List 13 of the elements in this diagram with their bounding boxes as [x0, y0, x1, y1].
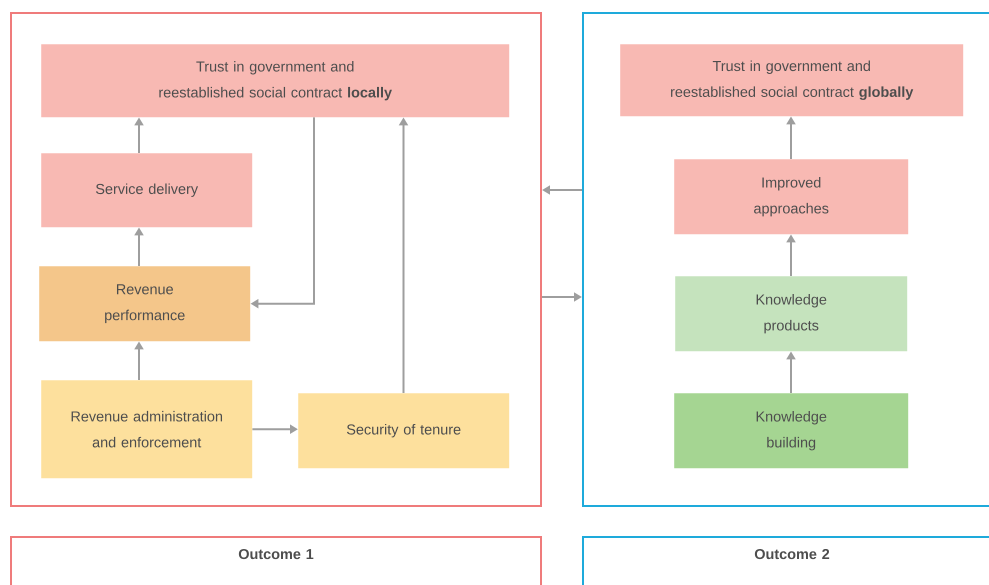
outcome-box: Trust in government and reestablished social contract globally — [620, 44, 964, 116]
outcome-label-box: Outcome 1 — [10, 536, 542, 585]
process-box: Service delivery — [41, 153, 252, 228]
frame-box — [582, 12, 989, 507]
process-box: Knowledge building — [674, 393, 908, 468]
process-box: Revenue administration and enforcement — [41, 380, 252, 478]
outcome-label-box: Outcome 2 — [582, 536, 989, 585]
process-box: Improved approaches — [674, 159, 908, 234]
process-box: Revenue performance — [39, 266, 250, 342]
frame-box — [10, 12, 542, 507]
process-box: Security of tenure — [298, 393, 510, 468]
process-box: Knowledge products — [675, 276, 908, 352]
outcome-box: Trust in government and reestablished social contract locally — [41, 44, 510, 118]
